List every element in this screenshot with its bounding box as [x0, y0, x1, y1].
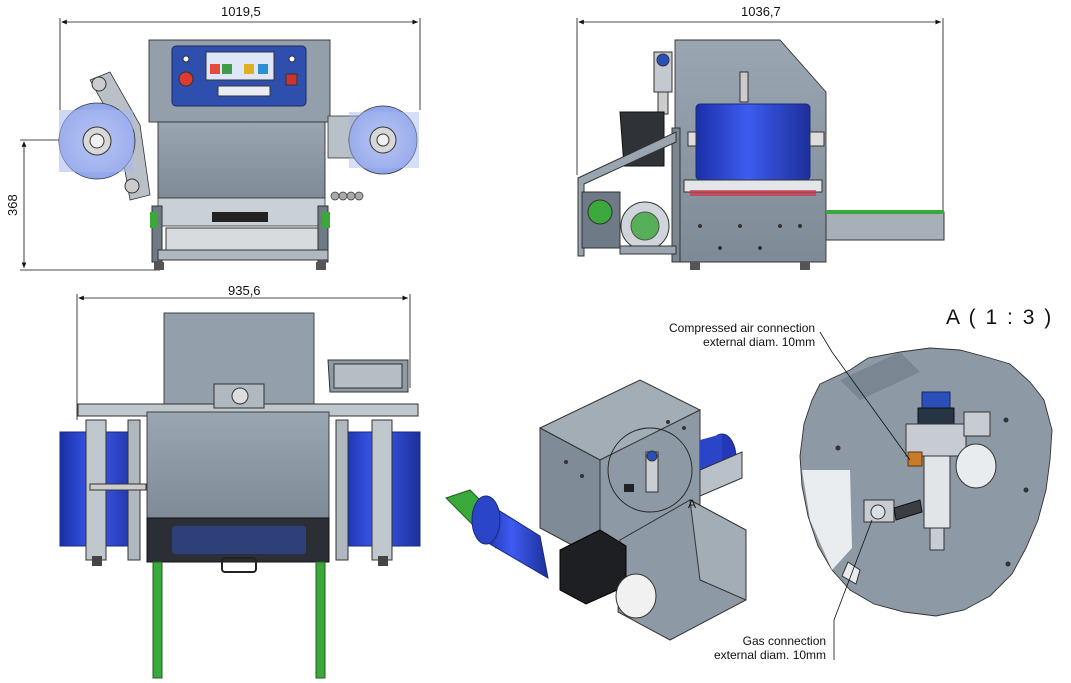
front-height-dimension: 368	[5, 194, 20, 216]
detail-view-title: A ( 1 : 3 )	[946, 306, 1054, 329]
gas-connection-callout-line2: external diam. 10mm	[714, 648, 827, 662]
compressed-air-callout: Compressed air connection external diam.…	[669, 321, 815, 349]
gas-connection-callout-line1: Gas connection	[742, 634, 827, 648]
top-width-dimension: 935,6	[228, 283, 261, 298]
front-width-dimension: 1019,5	[221, 4, 261, 19]
front-view	[20, 18, 421, 271]
side-width-dimension: 1036,7	[741, 4, 781, 19]
top-view	[59, 294, 421, 679]
gas-connection-callout: Gas connection external diam. 10mm	[714, 634, 826, 662]
compressed-air-callout-line1: Compressed air connection	[669, 321, 816, 335]
side-view	[576, 18, 945, 270]
compressed-air-callout-line2: external diam. 10mm	[703, 335, 816, 349]
detail-view	[799, 331, 1053, 660]
detail-marker-a: A	[688, 497, 697, 511]
isometric-view	[445, 379, 747, 641]
